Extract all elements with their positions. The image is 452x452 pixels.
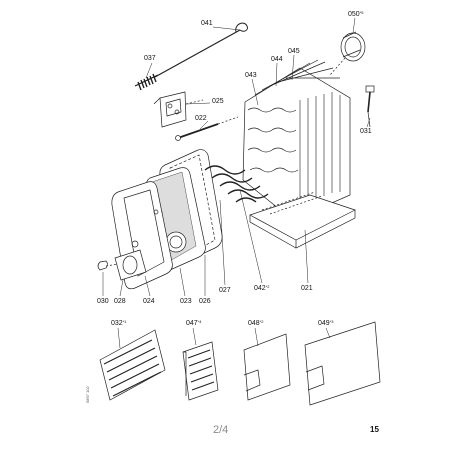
part-032-baffle-grid	[99, 329, 166, 401]
bottom-leader-lines	[117, 327, 331, 349]
label-042: 042*2	[254, 284, 270, 293]
label-021: 021	[301, 285, 313, 292]
part-037-cleaning-brush	[134, 73, 159, 91]
page-number: 15	[370, 425, 379, 434]
label-032: 032*1	[111, 319, 127, 328]
label-043: 043	[245, 72, 257, 79]
label-047: 047*4	[186, 319, 202, 328]
label-048: 048*2	[248, 319, 264, 328]
part-042-baffle-springs	[204, 165, 269, 203]
label-030: 030	[97, 298, 109, 305]
part-048-plate	[243, 333, 291, 401]
side-document-code: 5867 102	[85, 386, 90, 403]
part-050-sleeve	[329, 31, 366, 76]
leader-lines	[102, 17, 371, 297]
label-045: 045	[288, 48, 300, 55]
label-050: 050*5	[348, 10, 364, 19]
label-023: 023	[180, 298, 192, 305]
part-041-cleaning-rod	[154, 22, 248, 78]
part-031-screw	[365, 85, 375, 128]
label-022: 022	[195, 115, 207, 122]
page-indicator: 2/4	[213, 424, 229, 436]
part-028-ring	[114, 249, 147, 281]
label-025: 025	[212, 98, 224, 105]
label-041: 041	[201, 20, 213, 27]
part-030-clip	[97, 260, 119, 271]
label-037: 037	[144, 55, 156, 62]
label-028: 028	[114, 298, 126, 305]
label-049: 049*3	[318, 319, 334, 328]
heat-exchanger-block	[242, 59, 356, 249]
label-026: 026	[199, 298, 211, 305]
part-049-large-plate	[304, 321, 381, 406]
label-044: 044	[271, 56, 283, 63]
part-025-bracket	[153, 91, 204, 128]
part-047-small-grid	[182, 341, 219, 401]
part-022-screw	[175, 116, 239, 141]
label-024: 024	[143, 298, 155, 305]
label-027: 027	[219, 287, 231, 294]
label-031: 031	[360, 128, 372, 135]
